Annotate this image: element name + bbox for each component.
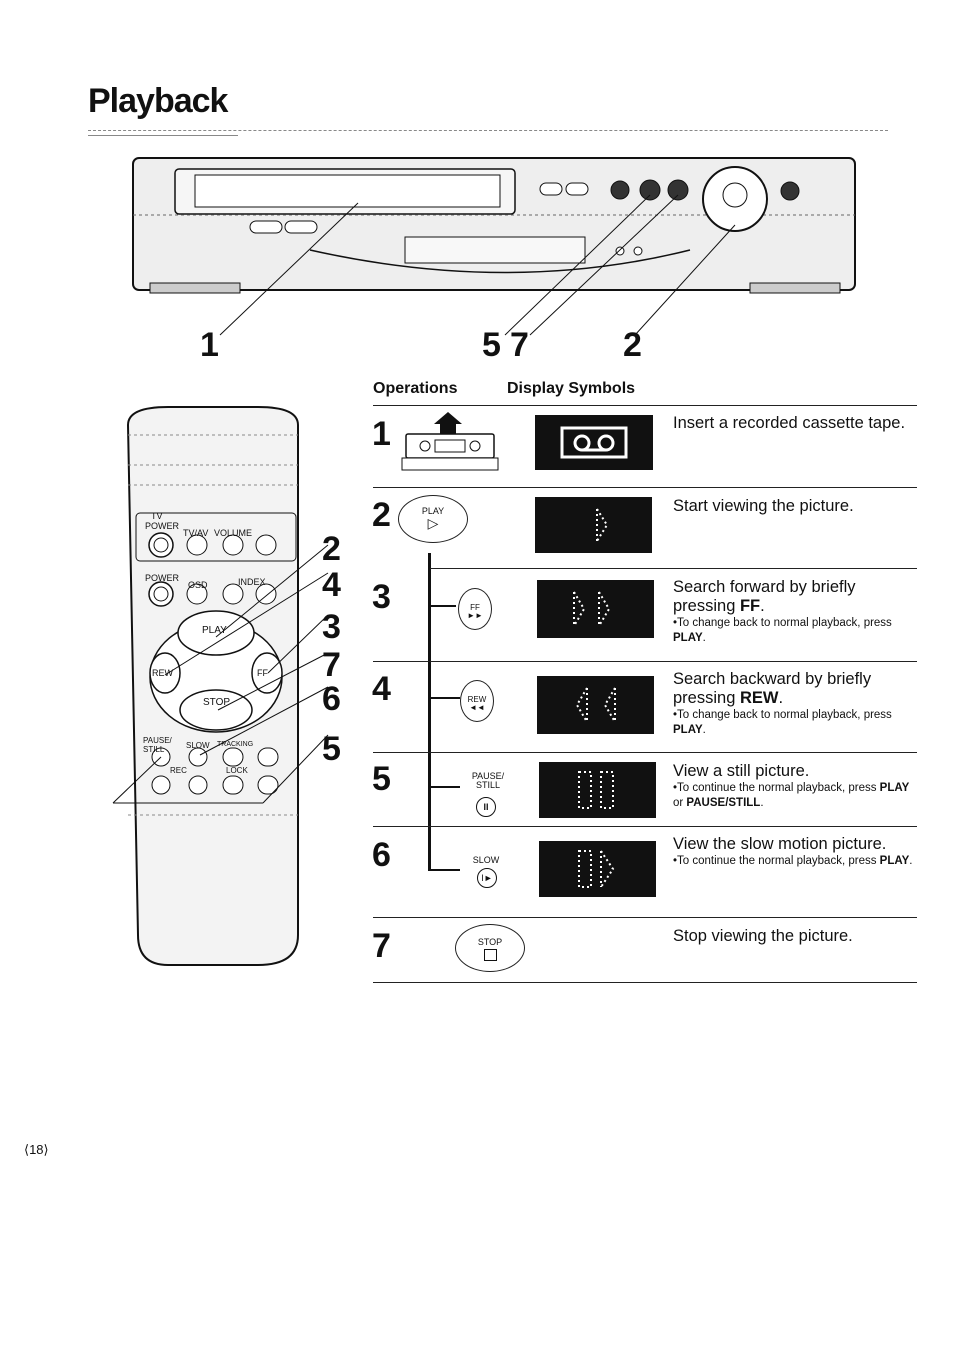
remote-label-volume: VOLUME <box>214 528 253 538</box>
step-7-description: Stop viewing the picture. <box>673 927 853 945</box>
remote-label-osd: OSD <box>188 580 208 590</box>
step-number-5: 5 <box>372 760 391 798</box>
remote-label-index: INDEX <box>238 577 266 587</box>
pause-still-label: PAUSE/ STILL <box>471 771 505 790</box>
row-divider <box>373 826 917 827</box>
pause-symbol <box>539 762 656 818</box>
header-display-symbols: Display Symbols <box>507 380 636 397</box>
play-symbol <box>535 497 652 553</box>
remote-label-rew: REW <box>152 668 173 678</box>
remote-label-ff: FF <box>257 668 268 678</box>
step-4-description: Search backward by briefly pressing REW.… <box>673 670 918 738</box>
remote-label-play: PLAY <box>202 625 227 636</box>
slow-label: SLOW <box>472 855 500 865</box>
remote-label-pause-still: PAUSE/ STILL <box>143 736 172 754</box>
slow-symbol <box>539 841 656 897</box>
remote-illustration <box>112 406 329 966</box>
rew-icon: ◄◄ <box>469 703 485 712</box>
step-5-note: •To continue the normal playback, press … <box>673 782 910 809</box>
slow-icon: I► <box>477 868 497 888</box>
step-number-4: 4 <box>372 670 391 708</box>
stop-button: STOP <box>455 924 525 972</box>
page-number: ⟨18⟩ <box>24 1142 49 1157</box>
vcr-callout-2: 2 <box>623 326 642 364</box>
step-1-description: Insert a recorded cassette tape. <box>673 414 906 432</box>
remote-callout-7: 7 <box>322 646 341 684</box>
step-5-description: View a still picture. •To continue the n… <box>673 762 918 811</box>
remote-callout-6: 6 <box>322 680 341 718</box>
remote-label-stop: STOP <box>203 697 231 708</box>
remote-label-tvav: TV/AV <box>183 528 209 538</box>
vcr-callout-5: 5 <box>482 326 501 364</box>
remote-callout-2: 2 <box>322 530 341 568</box>
title-rule-accent <box>88 135 238 136</box>
pause-icon: II <box>476 797 496 817</box>
row-divider <box>373 405 917 406</box>
remote-callout-5: 5 <box>322 730 341 768</box>
step-6-note: •To continue the normal playback, press … <box>673 855 913 867</box>
flow-arrow <box>430 605 456 607</box>
flow-arrow <box>430 786 460 788</box>
row-divider <box>373 487 917 488</box>
title-rule <box>88 130 888 131</box>
step-2-description: Start viewing the picture. <box>673 497 854 515</box>
step-number-3: 3 <box>372 578 391 616</box>
rew-button: REW ◄◄ <box>460 680 494 722</box>
play-button: PLAY ▷ <box>398 495 468 543</box>
step-6-description: View the slow motion picture. •To contin… <box>673 835 918 869</box>
remote-label-tv: TV <box>151 511 163 521</box>
step-number-7: 7 <box>372 927 391 965</box>
ff-button: FF ►► <box>458 588 492 630</box>
vcr-callout-1: 1 <box>200 326 219 364</box>
remote-label-power-top: POWER <box>145 521 180 531</box>
header-operations: Operations <box>373 380 458 397</box>
remote-callout-4: 4 <box>322 566 341 604</box>
row-divider <box>373 752 917 753</box>
step-number-1: 1 <box>372 415 391 453</box>
row-divider <box>430 568 917 569</box>
row-divider <box>373 661 917 662</box>
cassette-insert-icon <box>401 412 499 471</box>
rew-symbol <box>537 676 654 734</box>
step-number-2: 2 <box>372 496 391 534</box>
flow-arrow <box>430 869 460 871</box>
step-3-note: •To change back to normal playback, pres… <box>673 617 892 644</box>
page-title: Playback <box>88 82 228 120</box>
remote-callout-3: 3 <box>322 608 341 646</box>
cassette-symbol <box>535 415 653 470</box>
ff-icon: ►► <box>467 611 483 620</box>
vcr-illustration <box>132 157 856 336</box>
flow-line <box>428 553 431 871</box>
flow-arrow <box>430 697 460 699</box>
remote-label-power: POWER <box>145 573 180 583</box>
step-4-note: •To change back to normal playback, pres… <box>673 709 892 736</box>
stop-icon <box>483 949 497 961</box>
play-icon: ▷ <box>427 515 439 531</box>
ff-symbol <box>537 580 654 638</box>
remote-label-tracking: TRACKING <box>217 741 254 748</box>
row-divider <box>373 917 917 918</box>
vcr-callout-7: 7 <box>510 326 529 364</box>
remote-label-slow: SLOW <box>186 741 210 750</box>
step-3-description: Search forward by briefly pressing FF. •… <box>673 578 918 646</box>
remote-label-lock: LOCK <box>226 766 248 775</box>
step-number-6: 6 <box>372 836 391 874</box>
remote-label-rec: REC <box>170 766 187 775</box>
row-divider <box>373 982 917 983</box>
